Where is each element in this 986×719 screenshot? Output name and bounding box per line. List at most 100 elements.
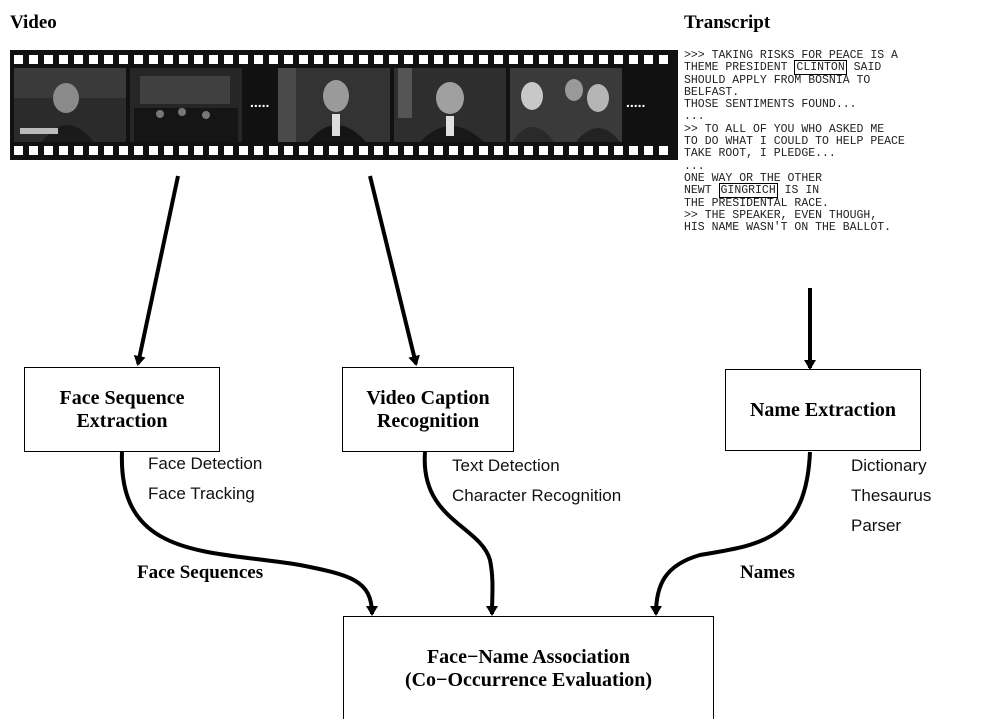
curve-face-to-association — [119, 451, 378, 616]
film-perforation — [344, 55, 353, 64]
transcript-line: THOSE SENTIMENTS FOUND... — [684, 99, 984, 111]
transcript-line-text: NEWT — [684, 184, 719, 198]
name-method-item: Parser — [851, 516, 902, 535]
film-perforation — [479, 55, 488, 64]
film-perforation — [539, 146, 548, 155]
film-perforation — [464, 146, 473, 155]
film-perforation — [209, 55, 218, 64]
filmstrip-top-perforations — [10, 54, 678, 66]
transcript-line-text: TO DO WHAT I COULD TO HELP PEACE — [684, 135, 905, 149]
film-perforation — [494, 146, 503, 155]
transcript-line-text: ONE WAY OR THE OTHER — [684, 171, 823, 185]
video-section-title: Video — [10, 12, 57, 33]
transcript-line-text: SHOULD APPLY FROM BOSNIA TO — [684, 73, 871, 87]
film-perforation — [59, 55, 68, 64]
film-perforation — [44, 55, 53, 64]
film-perforation — [149, 146, 158, 155]
film-perforation — [374, 55, 383, 64]
video-caption-box-line2: Recognition — [376, 409, 480, 432]
film-perforation — [89, 146, 98, 155]
film-perforation — [209, 146, 218, 155]
film-perforation — [629, 55, 638, 64]
film-perforation — [314, 55, 323, 64]
film-perforation — [329, 146, 338, 155]
arrow-video-to-caption — [368, 175, 420, 366]
film-perforation — [494, 55, 503, 64]
film-perforation — [644, 146, 653, 155]
transcript-line-text: THE PRESIDENTAL RACE. — [684, 196, 829, 210]
film-perforation — [119, 146, 128, 155]
edge-label-names: Names — [740, 562, 795, 583]
frame-thumbnail-5 — [510, 68, 622, 142]
film-perforation — [329, 55, 338, 64]
transcript-line: TAKE ROOT, I PLEDGE... — [684, 148, 984, 160]
transcript-line-text: TAKE ROOT, I PLEDGE... — [684, 147, 836, 161]
transcript-line: ... — [684, 111, 984, 123]
video-frame-5 — [510, 68, 622, 142]
film-perforation — [644, 55, 653, 64]
film-perforation — [569, 146, 578, 155]
film-perforation — [299, 146, 308, 155]
film-perforation — [524, 146, 533, 155]
association-box-line2: (Co−Occurrence Evaluation) — [404, 668, 653, 691]
curve-caption-to-association — [422, 451, 499, 616]
film-perforation — [359, 146, 368, 155]
film-perforation — [614, 55, 623, 64]
film-perforation — [284, 146, 293, 155]
film-perforation — [614, 146, 623, 155]
video-frame-3 — [278, 68, 390, 142]
transcript-line-text: THEME PRESIDENT — [684, 61, 795, 75]
film-perforation — [134, 146, 143, 155]
film-perforation — [179, 146, 188, 155]
transcript-line: NEWT GINGRICH IS IN — [684, 183, 984, 199]
transcript-line-text: HIS NAME WASN'T ON THE BALLOT. — [684, 221, 892, 235]
frame-thumbnail-4 — [394, 68, 506, 142]
transcript-line-text: IS IN — [777, 184, 820, 198]
film-perforation — [389, 146, 398, 155]
video-caption-recognition-box: Video Caption Recognition — [342, 367, 514, 452]
video-frame-2 — [130, 68, 242, 142]
film-perforation — [554, 146, 563, 155]
face-method-item: Face Detection — [148, 454, 263, 473]
film-perforation — [404, 55, 413, 64]
film-perforation — [14, 55, 23, 64]
film-perforation — [269, 55, 278, 64]
transcript-line: HIS NAME WASN'T ON THE BALLOT. — [684, 222, 984, 234]
film-perforation — [29, 146, 38, 155]
film-perforation — [599, 146, 608, 155]
film-perforation — [359, 55, 368, 64]
transcript-line: ONE WAY OR THE OTHER — [684, 171, 984, 185]
film-perforation — [119, 55, 128, 64]
name-method-list: Dictionary Thesaurus Parser — [851, 451, 931, 541]
face-method-list: Face Detection Face Tracking — [148, 449, 262, 509]
transcript-line-text: >> THE SPEAKER, EVEN THOUGH, — [684, 208, 878, 222]
film-perforation — [239, 146, 248, 155]
transcript-line-text: SAID — [846, 61, 882, 75]
film-perforation — [509, 146, 518, 155]
transcript-line: BELFAST. — [684, 86, 984, 99]
transcript-section-title: Transcript — [684, 12, 771, 33]
caption-method-item: Character Recognition — [452, 486, 622, 505]
transcript-highlighted-name: CLINTON — [794, 60, 847, 76]
film-perforation — [164, 55, 173, 64]
film-perforation — [254, 55, 263, 64]
caption-method-item: Text Detection — [452, 456, 560, 475]
film-perforation — [224, 146, 233, 155]
film-perforation — [344, 146, 353, 155]
name-extraction-box-line1: Name Extraction — [749, 398, 897, 421]
caption-method-list: Text Detection Character Recognition — [452, 451, 621, 511]
film-perforation — [464, 55, 473, 64]
face-method-item: Face Tracking — [148, 484, 255, 503]
transcript-line: ... — [684, 160, 984, 173]
film-perforation — [179, 55, 188, 64]
film-perforation — [224, 55, 233, 64]
film-perforation — [134, 55, 143, 64]
frame-thumbnail-2 — [130, 68, 242, 142]
film-perforation — [74, 55, 83, 64]
face-sequence-box-line1: Face Sequence — [59, 386, 185, 409]
film-perforation — [539, 55, 548, 64]
film-perforation — [104, 146, 113, 155]
film-perforation — [434, 55, 443, 64]
filmstrip-bottom-perforations — [10, 145, 678, 157]
